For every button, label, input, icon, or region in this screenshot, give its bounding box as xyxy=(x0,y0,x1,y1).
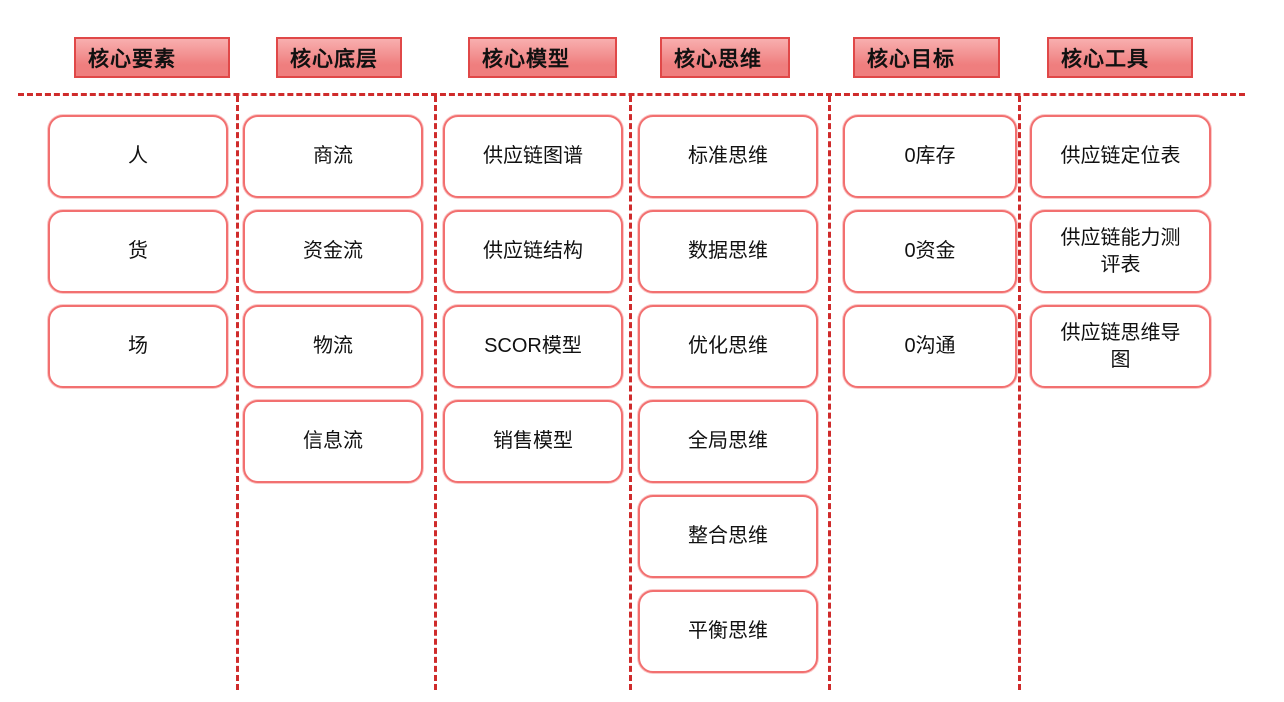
item-box: 优化思维 xyxy=(638,305,818,388)
column-core-thinking: 标准思维 数据思维 优化思维 全局思维 整合思维 平衡思维 xyxy=(638,115,818,673)
column-header-core-models: 核心模型 xyxy=(468,37,617,78)
item-box: 资金流 xyxy=(243,210,423,293)
column-core-models: 供应链图谱 供应链结构 SCOR模型 销售模型 xyxy=(443,115,623,483)
item-box: 商流 xyxy=(243,115,423,198)
item-box: 信息流 xyxy=(243,400,423,483)
item-box: 销售模型 xyxy=(443,400,623,483)
item-box: 供应链结构 xyxy=(443,210,623,293)
item-box: 0沟通 xyxy=(843,305,1017,388)
column-core-foundation: 商流 资金流 物流 信息流 xyxy=(243,115,423,483)
vertical-divider-5 xyxy=(1018,96,1021,690)
vertical-divider-1 xyxy=(236,96,239,690)
column-header-core-goals: 核心目标 xyxy=(853,37,1000,78)
item-box: 物流 xyxy=(243,305,423,388)
item-box: 供应链能力测评表 xyxy=(1030,210,1211,293)
vertical-divider-4 xyxy=(828,96,831,690)
item-box: 人 xyxy=(48,115,228,198)
vertical-divider-2 xyxy=(434,96,437,690)
column-header-core-foundation: 核心底层 xyxy=(276,37,402,78)
column-header-core-tools: 核心工具 xyxy=(1047,37,1193,78)
column-header-core-thinking: 核心思维 xyxy=(660,37,790,78)
column-core-tools: 供应链定位表 供应链能力测评表 供应链思维导图 xyxy=(1030,115,1211,388)
item-box: 整合思维 xyxy=(638,495,818,578)
vertical-divider-3 xyxy=(629,96,632,690)
item-box: 全局思维 xyxy=(638,400,818,483)
item-box: 供应链定位表 xyxy=(1030,115,1211,198)
item-box: 供应链图谱 xyxy=(443,115,623,198)
item-box: 供应链思维导图 xyxy=(1030,305,1211,388)
item-box: 0资金 xyxy=(843,210,1017,293)
item-box: 场 xyxy=(48,305,228,388)
horizontal-divider-line xyxy=(18,93,1245,96)
item-box: 0库存 xyxy=(843,115,1017,198)
column-core-goals: 0库存 0资金 0沟通 xyxy=(843,115,1017,388)
column-header-core-elements: 核心要素 xyxy=(74,37,230,78)
column-core-elements: 人 货 场 xyxy=(48,115,228,388)
item-box: 标准思维 xyxy=(638,115,818,198)
item-box: 货 xyxy=(48,210,228,293)
item-box: 数据思维 xyxy=(638,210,818,293)
item-box: SCOR模型 xyxy=(443,305,623,388)
item-box: 平衡思维 xyxy=(638,590,818,673)
